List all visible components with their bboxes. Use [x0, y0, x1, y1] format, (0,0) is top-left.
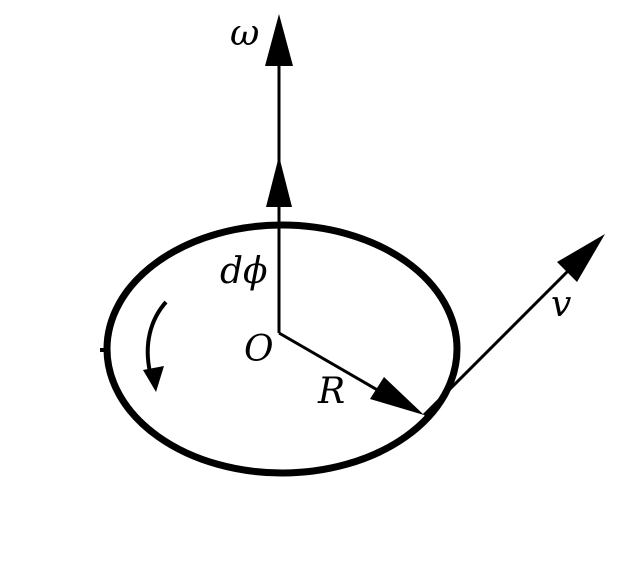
- rotation-direction-arrowhead: [143, 366, 164, 392]
- rotation-circle: [103, 221, 461, 477]
- dphi-label: dϕ: [220, 251, 268, 292]
- radius-arrowhead: [370, 377, 424, 415]
- omega-label: ω: [230, 13, 259, 54]
- rotation-direction-arrow: [145, 300, 168, 373]
- radius-label: R: [317, 371, 345, 412]
- origin-label: O: [244, 329, 274, 370]
- dphi-arrowhead: [266, 156, 292, 207]
- velocity-label: v: [551, 284, 571, 325]
- velocity-line: [422, 252, 587, 417]
- velocity-arrowhead: [557, 234, 605, 282]
- omega-arrowhead: [265, 14, 293, 66]
